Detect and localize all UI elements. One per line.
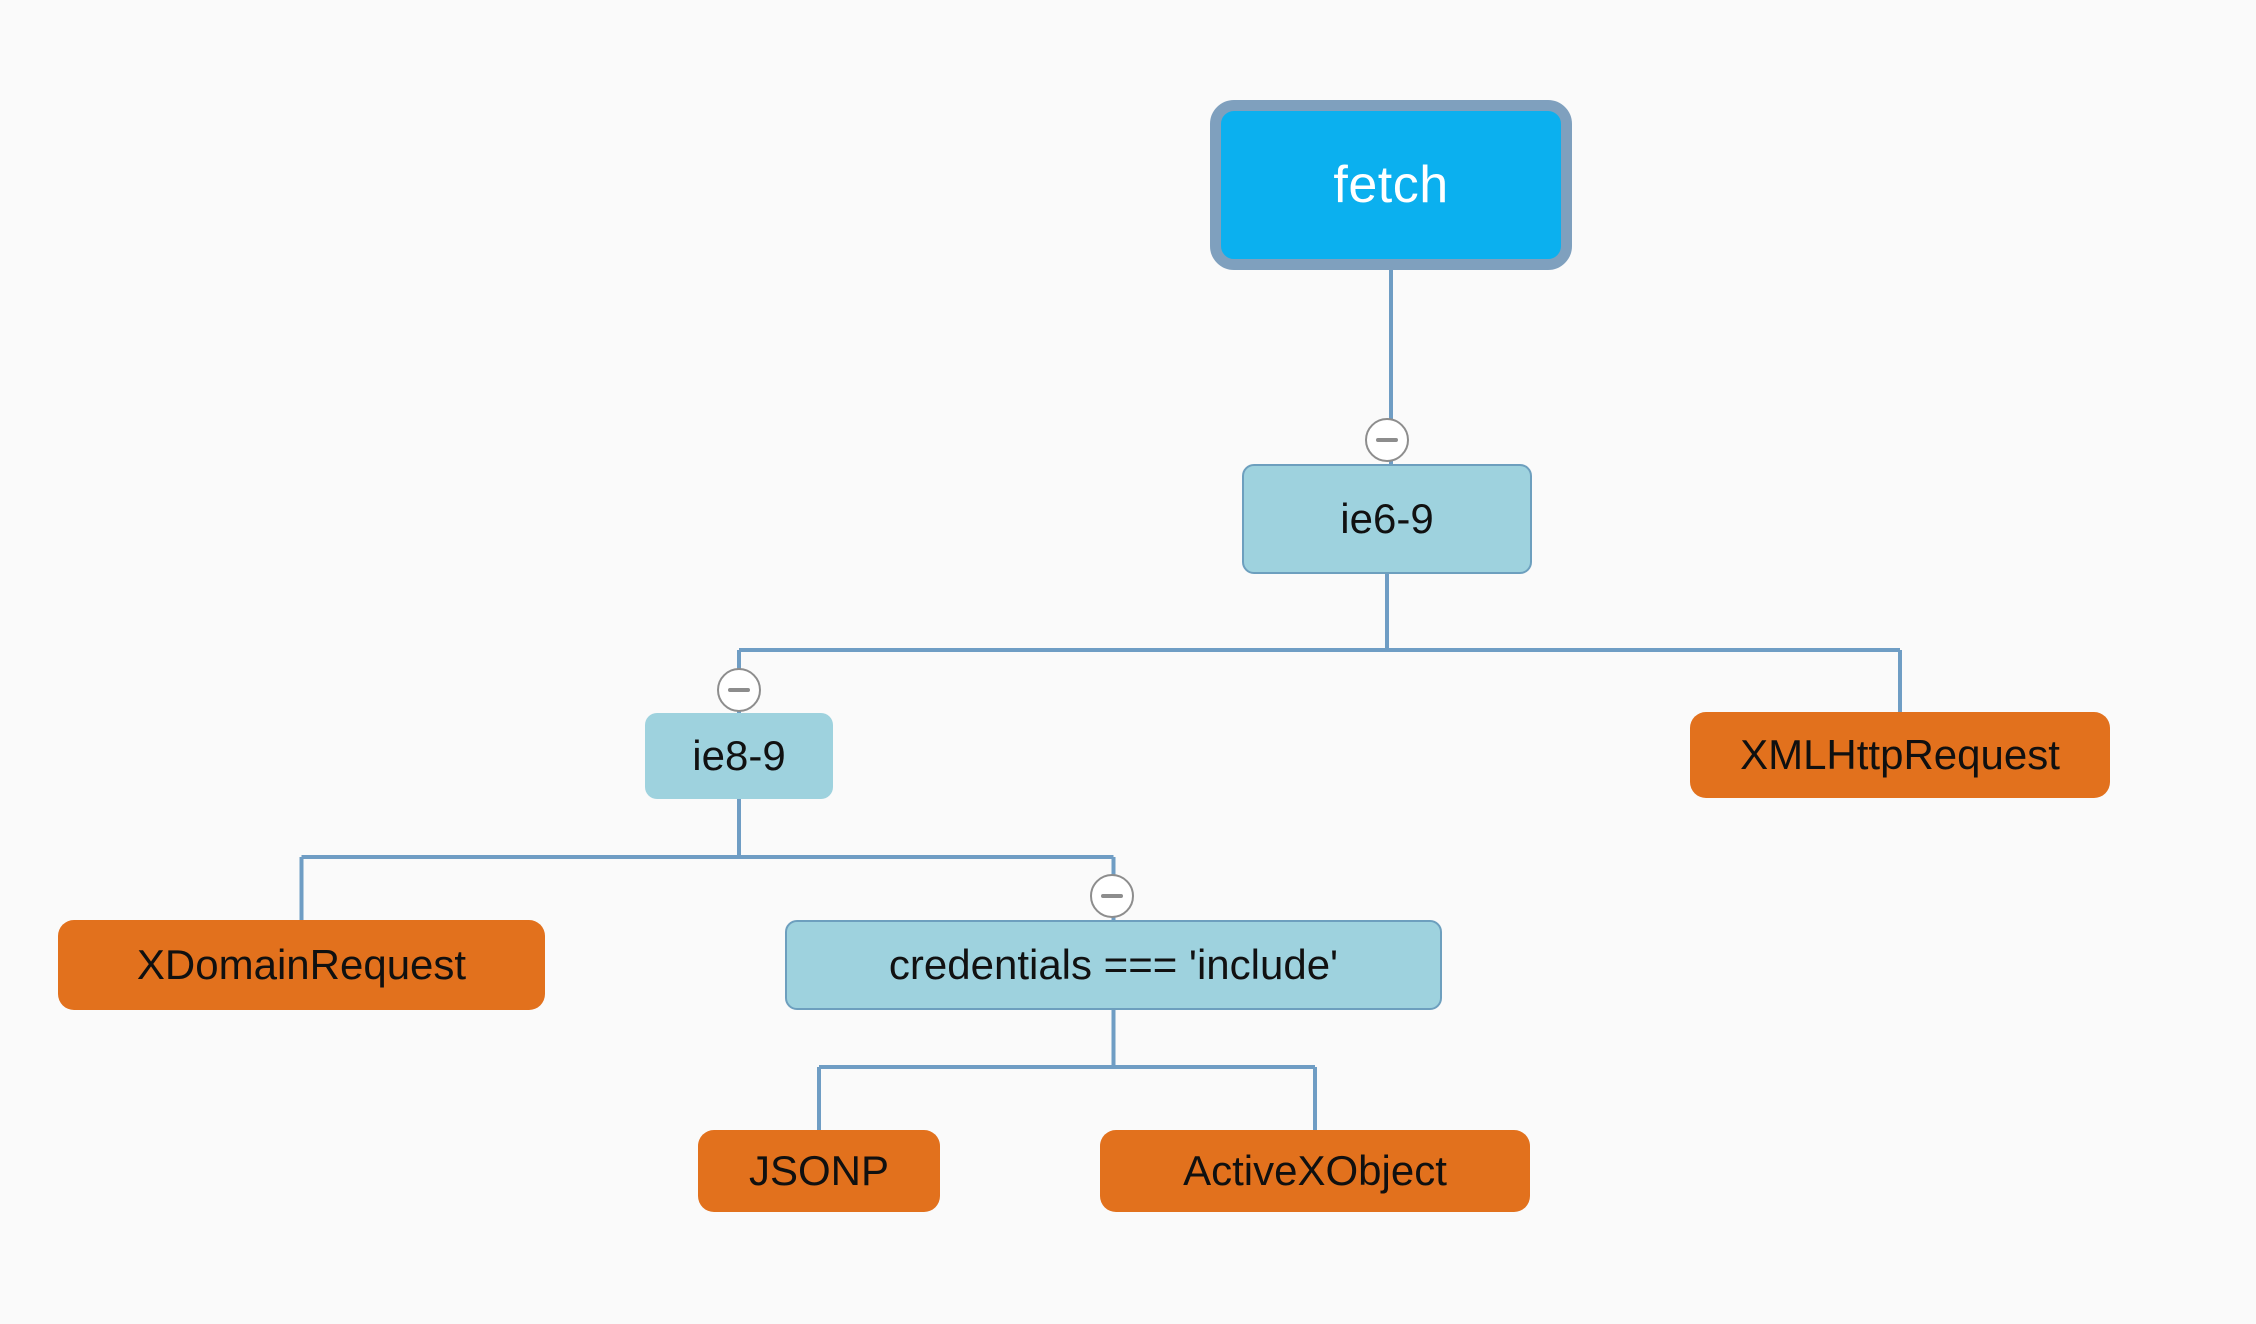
node-ie6-9[interactable]: ie6-9 bbox=[1242, 464, 1532, 574]
node-jsonp[interactable]: JSONP bbox=[698, 1130, 940, 1212]
node-ie8-9[interactable]: ie8-9 bbox=[645, 713, 833, 799]
node-label: ie6-9 bbox=[1340, 495, 1434, 542]
node-label: ie8-9 bbox=[692, 732, 786, 779]
node-label: credentials === 'include' bbox=[888, 941, 1339, 988]
collapse-toggle-ie6-9-icon[interactable] bbox=[1365, 418, 1409, 462]
node-label: JSONP bbox=[748, 1147, 890, 1194]
node-xmlhttprequest[interactable]: XMLHttpRequest bbox=[1690, 712, 2110, 798]
node-fetch[interactable]: fetch bbox=[1210, 100, 1572, 270]
collapse-toggle-ie8-9-icon[interactable] bbox=[717, 668, 761, 712]
collapse-toggle-credentials-icon[interactable] bbox=[1090, 874, 1134, 918]
node-label: ActiveXObject bbox=[1183, 1147, 1447, 1194]
node-xdomainrequest[interactable]: XDomainRequest bbox=[58, 920, 545, 1010]
node-activexobject[interactable]: ActiveXObject bbox=[1100, 1130, 1530, 1212]
node-label: XMLHttpRequest bbox=[1740, 731, 2060, 778]
node-credentials[interactable]: credentials === 'include' bbox=[785, 920, 1442, 1010]
node-label: XDomainRequest bbox=[136, 941, 467, 988]
node-label: fetch bbox=[1333, 156, 1449, 214]
